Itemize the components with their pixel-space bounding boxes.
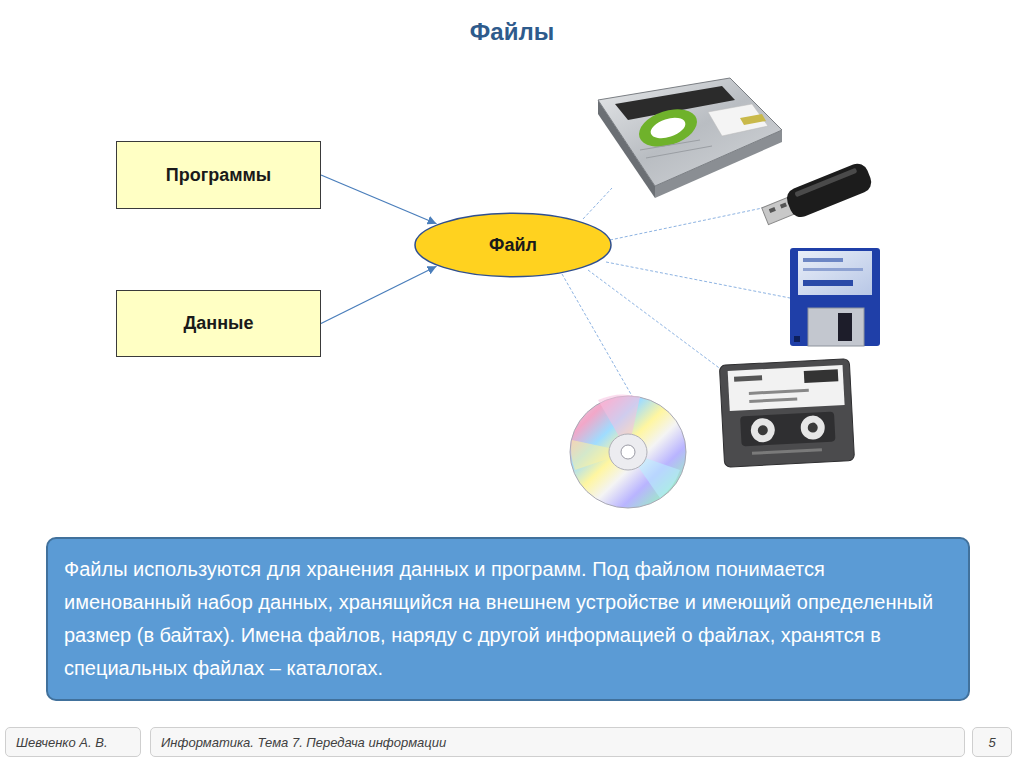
- tape-label-line: [734, 375, 762, 381]
- node-content: Данные: [184, 313, 254, 334]
- hdd-line: [640, 140, 700, 150]
- floppy-label: [798, 251, 872, 295]
- tape-label-line: [749, 397, 797, 403]
- tape-reel-hub: [758, 425, 769, 436]
- floppy-label-line: [803, 268, 863, 271]
- process-box: Данные: [116, 290, 321, 357]
- usb-body: [784, 160, 875, 220]
- node-text: Шевченко А. В.: [16, 735, 108, 750]
- hdd-logo: [648, 114, 688, 142]
- floppy-window: [838, 313, 852, 341]
- file-ellipse: Файл: [413, 212, 613, 278]
- process-box: Программы: [116, 141, 321, 209]
- floppy-picture: [790, 248, 880, 346]
- hard-disk-picture: [598, 78, 782, 198]
- usb-stick-picture: [759, 160, 874, 230]
- usb-contact: [780, 203, 787, 209]
- cd-hole: [621, 445, 635, 459]
- node-content: Шевченко А. В.: [16, 735, 108, 750]
- tape-window: [740, 411, 835, 446]
- node-content: 5: [988, 735, 995, 750]
- cd-hub: [609, 434, 647, 470]
- tape-cartridge-picture: [719, 359, 854, 468]
- tape-reel-hub: [807, 422, 818, 433]
- node-content: Программы: [166, 165, 271, 186]
- floppy-label-line: [803, 280, 853, 286]
- tape-reel: [750, 418, 775, 443]
- hdd-sticker: [740, 114, 766, 125]
- floppy-shutter: [808, 308, 864, 346]
- compact-disc-picture: [570, 395, 686, 508]
- leader-line: [583, 188, 612, 219]
- tape-reel: [800, 415, 825, 440]
- usb-highlight: [794, 168, 857, 197]
- floppy-label-line: [803, 258, 843, 262]
- definition-box: Файлы используются для хранения данных и…: [46, 537, 970, 701]
- tape-label-logo: [804, 369, 839, 383]
- footer-course: Информатика. Тема 7. Передача информации: [150, 727, 965, 757]
- leader-line: [588, 270, 738, 382]
- floppy-body: [790, 248, 880, 346]
- hdd-top: [598, 78, 782, 186]
- footer-author: Шевченко А. В.: [5, 727, 141, 757]
- hdd-logo: [634, 103, 702, 154]
- tape-label: [728, 365, 845, 411]
- connector-arrow: [321, 175, 437, 224]
- node-text: Файлы используются для хранения данных и…: [64, 553, 952, 685]
- leader-line: [606, 262, 790, 298]
- usb-contact: [769, 207, 776, 213]
- node-content: Информатика. Тема 7. Передача информации: [161, 735, 446, 750]
- floppy-notch: [794, 336, 800, 342]
- node-text: 5: [988, 735, 995, 750]
- tape-label-line: [752, 448, 822, 455]
- node-content: Файлы используются для хранения данных и…: [64, 553, 952, 685]
- ellipse-shape: [415, 213, 611, 276]
- leader-line: [610, 206, 772, 240]
- leader-line: [562, 274, 632, 396]
- slide-title: Файлы: [0, 18, 1024, 46]
- hdd-sticker: [708, 104, 768, 136]
- node-text: Информатика. Тема 7. Передача информации: [161, 735, 446, 750]
- node-text: Программы: [166, 165, 271, 186]
- tape-label-line: [749, 389, 809, 395]
- node-text: Данные: [184, 313, 254, 334]
- node-text: Файл: [489, 235, 537, 256]
- node-content: Файл: [489, 235, 537, 256]
- footer-page-number: 5: [972, 727, 1012, 757]
- hdd-line: [646, 146, 712, 158]
- tape-body: [719, 359, 854, 468]
- connector-arrow: [321, 266, 437, 323]
